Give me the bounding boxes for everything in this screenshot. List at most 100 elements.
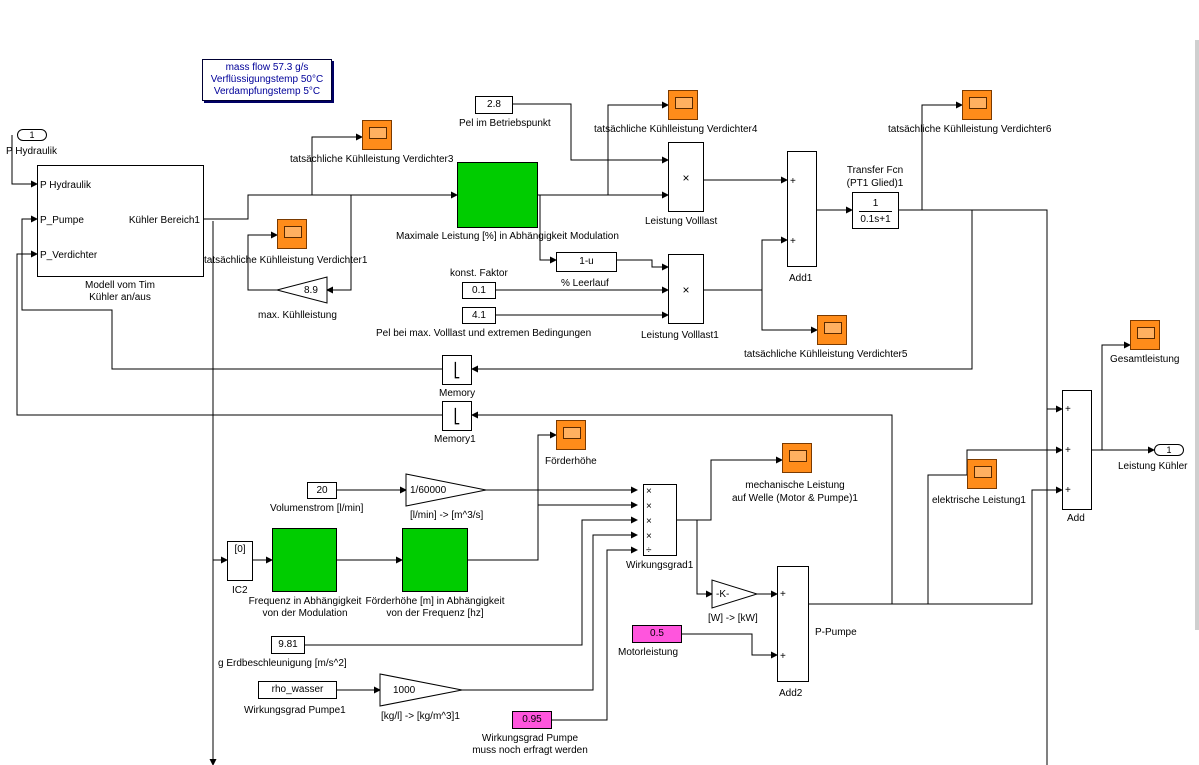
memory1-label: Memory1 bbox=[434, 434, 476, 445]
subsystem-label-2: Kühler an/aus bbox=[89, 292, 151, 303]
scope-mech-label-1: mechanische Leistung bbox=[745, 480, 845, 491]
product-leistung-volllast[interactable]: × bbox=[668, 142, 704, 212]
subsystem-port-verdichter: P_Verdichter bbox=[40, 250, 98, 261]
const-pel-betriebspunkt[interactable]: 2.8 bbox=[475, 96, 513, 114]
scope-verdichter3-label: tatsächliche Kühlleistung Verdichter3 bbox=[290, 154, 454, 165]
fcn-leerlauf-label: % Leerlauf bbox=[561, 278, 609, 289]
sum-add[interactable]: + + + bbox=[1062, 390, 1092, 510]
ic2-block[interactable]: [0] bbox=[227, 541, 253, 581]
wirkungsgrad1-op2: × bbox=[646, 501, 652, 512]
const-volumenstrom-label: Volumenstrom [l/min] bbox=[270, 503, 364, 514]
subsystem-modell-tim[interactable]: P Hydraulik P_Pumpe P_Verdichter Kühler … bbox=[37, 165, 204, 277]
scope-verdichter5[interactable] bbox=[817, 315, 847, 345]
lookup-foerderhoehe[interactable] bbox=[402, 528, 468, 592]
scope-foerderhoehe-label: Förderhöhe bbox=[545, 456, 597, 467]
annotation-line1: mass flow 57.3 g/s bbox=[225, 62, 309, 73]
sum-add1[interactable]: + + bbox=[787, 151, 817, 267]
scope-mechanische-leistung[interactable] bbox=[782, 443, 812, 473]
const-pel-max-label: Pel bei max. Volllast und extremen Bedin… bbox=[376, 328, 592, 339]
const-konst-faktor-label: konst. Faktor bbox=[450, 268, 508, 279]
lookup-frequenz[interactable] bbox=[272, 528, 337, 592]
signal-p-pumpe-label: P-Pumpe bbox=[815, 627, 857, 638]
memory1-block[interactable]: ⎣ bbox=[442, 401, 472, 431]
memory-block[interactable]: ⎣ bbox=[442, 355, 472, 385]
scope-verdichter4[interactable] bbox=[668, 90, 698, 120]
wirkungsgrad1-op3: × bbox=[646, 516, 652, 527]
memory1-icon: ⎣ bbox=[453, 408, 461, 424]
scope-verdichter3[interactable] bbox=[362, 120, 392, 150]
inport-1[interactable]: 1 bbox=[17, 129, 47, 141]
product-leistung-volllast1[interactable]: × bbox=[668, 254, 704, 324]
lookup-frequenz-label-1: Frequenz in Abhängigkeit bbox=[248, 596, 362, 607]
gain-kuehl-label: max. Kühlleistung bbox=[258, 310, 337, 321]
lookup-foerderhoehe-label-1: Förderhöhe [m] in Abhängigkeit bbox=[365, 596, 505, 607]
sum-add1-plus2: + bbox=[790, 236, 796, 247]
scope-foerderhoehe[interactable] bbox=[556, 420, 586, 450]
scope-verdichter5-label: tatsächliche Kühlleistung Verdichter5 bbox=[744, 349, 908, 360]
sum-add1-plus1: + bbox=[790, 176, 796, 187]
vertical-scrollbar[interactable] bbox=[1195, 40, 1199, 630]
gain-k-label: [W] -> [kW] bbox=[708, 613, 758, 624]
const-wirkungsgrad-label-2: muss noch erfragt werden bbox=[472, 745, 588, 756]
annotation-line3: Verdampfungstemp 5°C bbox=[213, 86, 321, 97]
lookup-max-leistung-label: Maximale Leistung [%] in Abhängigkeit Mo… bbox=[396, 231, 619, 242]
subsystem-port-kuehler: Kühler Bereich1 bbox=[128, 215, 200, 226]
scope-elektrische-leistung[interactable] bbox=[967, 459, 997, 489]
lookup-max-leistung[interactable] bbox=[457, 162, 538, 228]
const-motorleistung-label: Motorleistung bbox=[618, 647, 679, 658]
inport-1-label: P Hydraulik bbox=[6, 146, 57, 157]
wirkungsgrad1-op5: ÷ bbox=[646, 545, 652, 556]
tf-title-2: (PT1 Glied)1 bbox=[846, 178, 904, 189]
const-wirkungsgrad-label-1: Wirkungsgrad Pumpe bbox=[481, 733, 579, 744]
const-pel-betriebspunkt-label: Pel im Betriebspunkt bbox=[459, 118, 551, 129]
const-wirkungsgrad-pumpe[interactable]: 0.95 bbox=[512, 711, 552, 729]
wirkungsgrad1-op4: × bbox=[646, 531, 652, 542]
outport-1[interactable]: 1 bbox=[1154, 444, 1184, 456]
const-rho-wasser[interactable]: rho_wasser bbox=[258, 681, 337, 699]
scope-verdichter1[interactable] bbox=[277, 219, 307, 249]
tf-denominator: 0.1s+1 bbox=[860, 214, 891, 225]
subsystem-port-hydraulik: P Hydraulik bbox=[40, 180, 91, 191]
const-volumenstrom[interactable]: 20 bbox=[307, 482, 337, 499]
const-pel-max[interactable]: 4.1 bbox=[462, 307, 496, 324]
const-rho-label: Wirkungsgrad Pumpe1 bbox=[244, 705, 346, 716]
sum-add-plus3: + bbox=[1065, 485, 1071, 496]
lookup-frequenz-label-2: von der Modulation bbox=[262, 608, 348, 619]
scope-verdichter1-label: tatsächliche Kühlleistung Verdichter1 bbox=[204, 255, 368, 266]
memory-label: Memory bbox=[439, 388, 476, 399]
transfer-fcn-pt1[interactable]: 1 0.1s+1 bbox=[852, 192, 899, 229]
tf-numerator: 1 bbox=[872, 198, 879, 209]
sum-add2-label: Add2 bbox=[779, 688, 803, 699]
const-g[interactable]: 9.81 bbox=[271, 636, 305, 654]
scope-gesamtleistung[interactable] bbox=[1130, 320, 1160, 350]
scope-verdichter6-label: tatsächliche Kühlleistung Verdichter6 bbox=[888, 124, 1052, 135]
gain-1000-shape bbox=[379, 673, 463, 707]
gain-1000-value: 1000 bbox=[393, 685, 416, 696]
const-motorleistung[interactable]: 0.5 bbox=[632, 625, 682, 643]
scope-verdichter4-label: tatsächliche Kühlleistung Verdichter4 bbox=[594, 124, 758, 135]
const-konst-faktor[interactable]: 0.1 bbox=[462, 282, 496, 299]
sum-add2[interactable]: + + bbox=[777, 566, 809, 682]
gain-60000-label: [l/min] -> [m^3/s] bbox=[410, 510, 484, 521]
sum-add2-plus1: + bbox=[780, 589, 786, 600]
sum-add2-plus2: + bbox=[780, 651, 786, 662]
scope-verdichter6[interactable] bbox=[962, 90, 992, 120]
gain-k-value: -K- bbox=[716, 589, 730, 600]
sum-add-plus1: + bbox=[1065, 404, 1071, 415]
sum-add1-label: Add1 bbox=[789, 273, 813, 284]
fcn-one-minus-u[interactable]: 1-u bbox=[556, 252, 617, 272]
subsystem-port-pumpe: P_Pumpe bbox=[40, 215, 84, 226]
gain-60000-value: 1/60000 bbox=[410, 485, 447, 496]
sum-add-plus2: + bbox=[1065, 445, 1071, 456]
gain-kuehl-value: 8.9 bbox=[304, 285, 318, 296]
product-wirkungsgrad1-label: Wirkungsgrad1 bbox=[626, 560, 694, 571]
wirkungsgrad1-op1: × bbox=[646, 486, 652, 497]
annotation-box: mass flow 57.3 g/s Verflüssigungstemp 50… bbox=[202, 59, 332, 101]
product-wirkungsgrad1[interactable]: × × × × ÷ bbox=[643, 484, 677, 556]
annotation-line2: Verflüssigungstemp 50°C bbox=[210, 74, 324, 85]
memory-icon: ⎣ bbox=[453, 362, 461, 378]
scope-elektrische-label: elektrische Leistung1 bbox=[932, 495, 1026, 506]
ic2-label: IC2 bbox=[232, 585, 248, 596]
scope-gesamtleistung-label: Gesamtleistung bbox=[1110, 354, 1180, 365]
